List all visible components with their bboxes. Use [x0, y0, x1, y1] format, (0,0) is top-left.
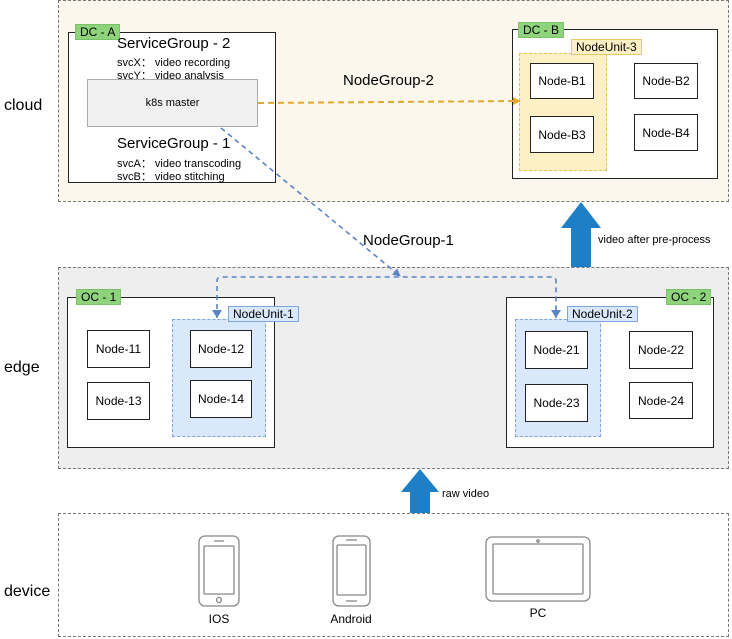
edge-to-cloud-arrow: [561, 202, 601, 267]
node-12: Node-12: [190, 330, 252, 368]
node-b2: Node-B2: [634, 63, 698, 99]
service-group-2-title: ServiceGroup - 2: [117, 35, 231, 52]
node-unit-2-tag: NodeUnit-2: [567, 306, 638, 322]
device-layer-label: device: [4, 583, 51, 600]
service-group-1-title: ServiceGroup - 1: [117, 135, 231, 152]
node-21: Node-21: [525, 331, 588, 369]
node-13: Node-13: [87, 382, 150, 420]
pc-label: PC: [529, 606, 547, 620]
node-11: Node-11: [87, 330, 150, 368]
node-22: Node-22: [629, 331, 693, 369]
node-b4: Node-B4: [634, 114, 698, 151]
dc-b-tag: DC - B: [518, 22, 564, 38]
cloud-layer-label: cloud: [4, 97, 43, 114]
ios-label: IOS: [208, 612, 230, 626]
oc-2-tag: OC - 2: [666, 289, 712, 305]
k8s-master: k8s master: [87, 79, 258, 127]
edge-layer-label: edge: [4, 359, 40, 376]
node-23: Node-23: [525, 384, 588, 422]
node-14: Node-14: [190, 380, 252, 418]
device-to-edge-arrow: [401, 469, 439, 513]
dc-a-tag: DC - A: [75, 24, 121, 40]
android-label: Android: [330, 612, 372, 626]
node-b3: Node-B3: [530, 116, 594, 153]
svc-x-label: svcX： video recording: [117, 57, 231, 69]
edge-to-cloud-flow-label: video after pre-process: [598, 234, 711, 246]
svc-a-label: svcA： video transcoding: [117, 158, 242, 170]
device-layer: [58, 513, 729, 637]
node-b1: Node-B1: [530, 63, 594, 99]
node-group-1-label: NodeGroup-1: [363, 232, 454, 249]
node-group-2-label: NodeGroup-2: [343, 72, 434, 89]
oc-1-tag: OC - 1: [76, 289, 122, 305]
node-unit-3-tag: NodeUnit-3: [571, 39, 642, 55]
node-24: Node-24: [629, 382, 693, 419]
device-to-edge-flow-label: raw video: [442, 488, 490, 500]
node-unit-1-tag: NodeUnit-1: [228, 306, 299, 322]
svc-b-label: svcB： video stitching: [117, 171, 225, 183]
